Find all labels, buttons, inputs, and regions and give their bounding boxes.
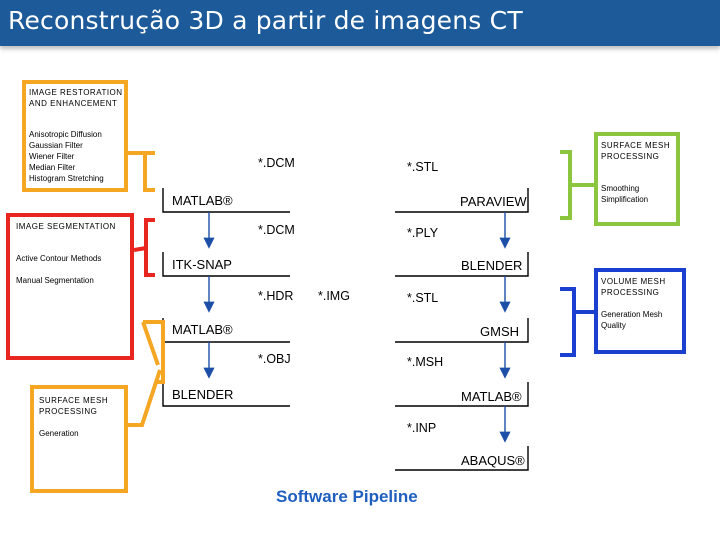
tool-itk-snap: ITK-SNAP xyxy=(172,257,232,272)
surface-mesh-left-item: Generation xyxy=(39,429,79,438)
restoration-item: Anisotropic Diffusion xyxy=(29,130,102,139)
surface-mesh-right-box: SURFACE MESH PROCESSING Smoothing Simpli… xyxy=(594,132,680,226)
surface-mesh-left-heading: SURFACE MESH PROCESSING xyxy=(39,396,109,416)
volume-mesh-box: VOLUME MESH PROCESSING Generation Mesh Q… xyxy=(594,268,686,354)
file-dcm-1: *.DCM xyxy=(258,156,295,170)
tool-blender-left: BLENDER xyxy=(172,387,234,402)
file-hdr: *.HDR xyxy=(258,289,294,303)
surface-mesh-left-box: SURFACE MESH PROCESSING Generation xyxy=(30,385,128,493)
file-obj: *.OBJ xyxy=(258,352,291,366)
tool-paraview: PARAVIEW xyxy=(460,194,527,209)
volume-mesh-heading: VOLUME MESH PROCESSING xyxy=(601,277,666,297)
tool-matlab-2: MATLAB® xyxy=(172,322,233,337)
segmentation-item: Manual Segmentation xyxy=(16,276,94,285)
tool-matlab-1: MATLAB® xyxy=(172,193,233,208)
restoration-item: Wiener Filter xyxy=(29,152,75,161)
file-stl-1: *.STL xyxy=(407,160,439,174)
segmentation-heading: IMAGE SEGMENTATION xyxy=(16,222,116,231)
footer-label: Software Pipeline xyxy=(276,487,418,506)
file-ply: *.PLY xyxy=(407,226,439,240)
segmentation-box: IMAGE SEGMENTATION Active Contour Method… xyxy=(6,213,134,360)
restoration-box: IMAGE RESTORATION AND ENHANCEMENT Anisot… xyxy=(22,80,128,192)
restoration-item: Median Filter xyxy=(29,163,76,172)
segmentation-item: Active Contour Methods xyxy=(16,254,102,263)
restoration-item: Gaussian Filter xyxy=(29,141,83,150)
file-inp: *.INP xyxy=(407,421,437,435)
tool-abaqus: ABAQUS® xyxy=(461,453,525,468)
surface-mesh-right-heading: SURFACE MESH PROCESSING xyxy=(601,141,671,161)
file-msh: *.MSH xyxy=(407,355,444,369)
tool-blender-right: BLENDER xyxy=(461,258,523,273)
volume-mesh-item: Generation Mesh Quality xyxy=(601,310,663,330)
surface-mesh-right-item: Smoothing Simplification xyxy=(601,184,649,204)
restoration-item: Histogram Stretching xyxy=(29,174,104,183)
tool-gmsh: GMSH xyxy=(480,324,519,339)
file-dcm-2: *.DCM xyxy=(258,223,295,237)
file-stl-2: *.STL xyxy=(407,291,439,305)
file-img: *.IMG xyxy=(318,289,350,303)
restoration-heading: IMAGE RESTORATION AND ENHANCEMENT xyxy=(29,88,123,108)
title-bar: Reconstrução 3D a partir de imagens CT xyxy=(0,0,720,46)
slide-title: Reconstrução 3D a partir de imagens CT xyxy=(8,6,523,35)
tool-matlab-3: MATLAB® xyxy=(461,389,522,404)
